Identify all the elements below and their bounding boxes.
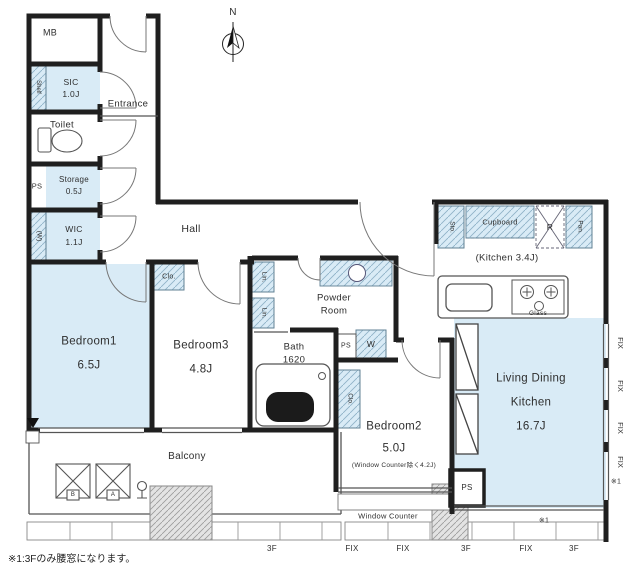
- room-label-powder-1: Powder: [316, 292, 352, 304]
- door-arcs: [99, 15, 441, 379]
- pantry-area: [565, 205, 593, 249]
- window-label-bottom-6: 3F: [569, 544, 579, 553]
- toilet-icon: [37, 127, 83, 153]
- stove-icon: [511, 279, 565, 315]
- room-label-bath: Bath: [283, 341, 305, 353]
- pantry-label: Pan.: [576, 220, 584, 234]
- north-label: N: [229, 7, 237, 18]
- room-size-storage: 0.5J: [65, 187, 83, 196]
- room-label-hall: Hall: [181, 222, 201, 235]
- sink-icon: [445, 283, 493, 312]
- room-label-ldk-2: Kitchen: [510, 396, 552, 409]
- room-label-kitchen: (Kitchen 3.4J): [475, 252, 539, 264]
- service-block-left: [149, 485, 213, 541]
- window-mark-1: ※1: [538, 517, 550, 525]
- window-lines: [38, 115, 610, 511]
- window-label-right-3: FIX: [615, 422, 625, 434]
- hatched-storage-areas: [30, 65, 593, 429]
- closet-bedroom2: [337, 369, 361, 429]
- kitchen-counter: [437, 275, 569, 319]
- room-label-ldk-1: Living Dining: [496, 372, 566, 385]
- ps-mid-label: PS: [341, 342, 351, 350]
- ps-left-label: PS: [31, 181, 43, 191]
- window-label-right-4: FIX: [615, 456, 625, 468]
- linen-upper: [251, 261, 275, 293]
- room-note-bedroom2: (Window Counter除く4.2J): [351, 461, 437, 469]
- closet-label-bedroom2: Clo.: [346, 393, 354, 405]
- room-label-bedroom3: Bedroom3: [173, 339, 229, 352]
- bathtub-icon: [255, 363, 331, 427]
- w-mark-label: (W): [35, 230, 43, 242]
- window-label-bottom-3: FIX: [396, 544, 410, 553]
- bottom-edge-strips: [26, 521, 607, 541]
- window-label-bottom-5: FIX: [519, 544, 533, 553]
- glass-top-label: Glass: [528, 309, 548, 317]
- fridge-icon: [535, 205, 565, 249]
- north-arrow-icon: [222, 22, 244, 62]
- balcony-unit-a-label: A: [110, 492, 116, 498]
- room-size-bedroom2: 5.0J: [382, 442, 406, 455]
- window-label-right-1: FIX: [615, 337, 625, 349]
- room-size-bath: 1620: [282, 354, 306, 366]
- room-label-wic: WIC: [65, 223, 83, 234]
- faucet-icon: [136, 480, 148, 499]
- balcony-unit-b-label: B: [70, 492, 76, 498]
- room-label-entrance: Entrance: [107, 98, 149, 110]
- ps-bottom-label: PS: [461, 483, 473, 492]
- closet-label-bedroom3: Clo.: [162, 273, 176, 281]
- room-label-storage: Storage: [58, 175, 90, 184]
- room-label-toilet: Toilet: [50, 119, 74, 131]
- linen-lower-label: Lin.: [260, 307, 268, 319]
- room-size-bedroom1: 6.5J: [77, 359, 101, 372]
- vanity-sink-icon: [348, 264, 366, 282]
- room-label-bedroom1: Bedroom1: [61, 335, 117, 348]
- room-label-bedroom2: Bedroom2: [366, 420, 422, 433]
- room-label-mb: MB: [42, 27, 58, 38]
- room-label-sic: SIC: [63, 76, 79, 87]
- room-size-sic: 1.0J: [62, 88, 80, 99]
- window-mark-2: ※1: [610, 478, 622, 486]
- linen-lower: [251, 297, 275, 329]
- window-label-bottom-1: 3F: [267, 544, 277, 553]
- room-size-ldk: 16.7J: [516, 420, 546, 433]
- cupboard-label: Cupboard: [482, 217, 518, 227]
- storage-kitchen-label: Sto.: [448, 221, 456, 233]
- linen-upper-label: Lin.: [260, 271, 268, 283]
- window-label-bottom-2: FIX: [345, 544, 359, 553]
- room-label-powder-2: Room: [320, 305, 348, 317]
- walls: [26, 13, 609, 542]
- balcony-units: [55, 463, 148, 501]
- window-counter-label: Window Counter: [358, 511, 418, 521]
- window-label-right-2: FIX: [615, 380, 625, 392]
- room-label-balcony: Balcony: [168, 451, 206, 462]
- window-counter-surface: [337, 493, 453, 511]
- cupboard-area: [465, 205, 535, 239]
- shelf-label: Shelf: [35, 80, 41, 94]
- wall-marker: [25, 418, 40, 444]
- footnote: ※1:3Fのみ腰窓になります。: [8, 554, 136, 565]
- fridge-label: R: [546, 221, 554, 232]
- washer-label: W: [366, 338, 376, 349]
- room-size-wic: 1.1J: [65, 236, 83, 247]
- window-label-bottom-4: 3F: [461, 544, 471, 553]
- ldk-tall-cabinets: [455, 323, 479, 455]
- kitchen-storage: [437, 205, 465, 249]
- room-size-bedroom3: 4.8J: [189, 363, 213, 376]
